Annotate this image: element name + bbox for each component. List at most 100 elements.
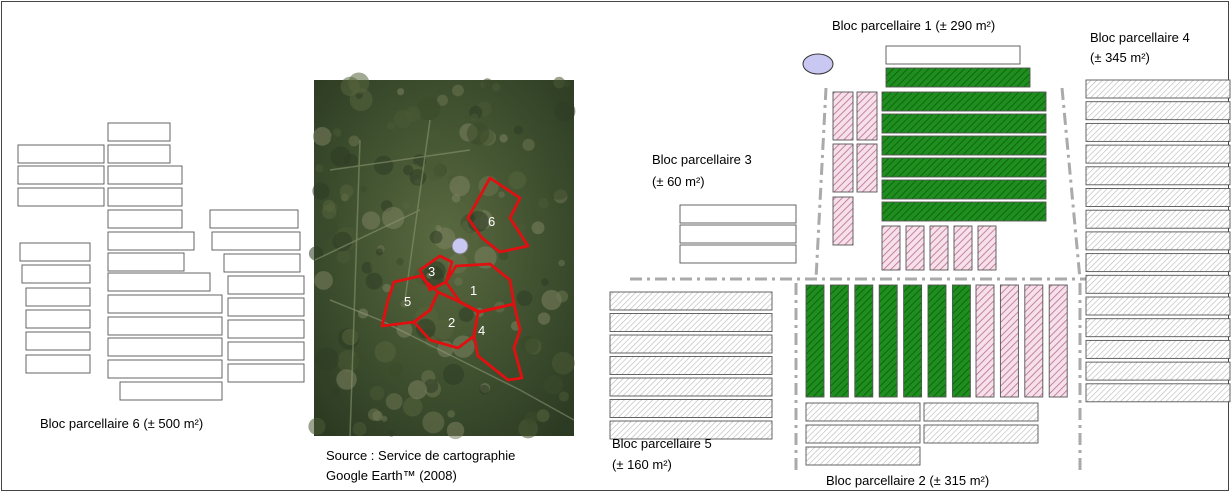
map-plot-number: 3 [428,264,435,279]
block-6-label: Bloc parcellaire 6 (± 500 m²) [40,416,203,431]
flower-plot [999,284,1019,398]
plot [25,309,91,329]
aerial-photo: 6 3 1 5 2 4 [308,72,576,440]
block-3-plots [679,204,797,264]
fallow-plot [609,313,773,332]
flower-plot [977,225,997,271]
plot [107,252,185,272]
plot [107,316,223,336]
fallow-plot [1085,101,1231,121]
map-plot-number: 1 [470,283,477,298]
block-1-label: Bloc parcellaire 1 (± 290 m²) [832,18,995,33]
plot [679,224,797,244]
plot [107,187,183,207]
block-5-plots [609,291,773,440]
plot [107,337,223,357]
block-6-area: (± 500 m²) [143,416,203,431]
fallow-plot [923,402,1039,422]
fallow-plot [1085,253,1231,273]
block-3-name: Bloc parcellaire 3 [652,152,752,167]
map-plot-4-outline [472,302,524,382]
plot [107,294,223,314]
fallow-plot [805,424,921,444]
map-plot-2-outline [412,290,480,350]
block-2-area: (± 315 m²) [929,473,989,488]
plot [209,209,299,229]
plot [107,231,195,251]
plot [107,122,171,142]
map-plot-number: 2 [448,315,455,330]
flower-plot [832,91,854,141]
vegetable-plot [878,284,898,398]
plot [679,244,797,264]
map-plot-number: 6 [488,214,495,229]
plot [211,231,301,251]
fallow-plot [1085,79,1231,99]
block-6-name: Bloc parcellaire 6 [40,416,140,431]
flower-plot [856,143,878,193]
flower-plot [832,143,854,193]
map-plot-6-outline [466,176,530,254]
block-4-plots [1085,79,1231,403]
plot [107,165,183,185]
fallow-plot [1085,296,1231,316]
flower-plot [929,225,949,271]
plot [19,242,91,262]
plot [227,297,305,317]
block-4-name: Bloc parcellaire 4 [1090,30,1190,45]
fallow-plot [1085,122,1231,142]
fallow-plot [609,399,773,418]
fallow-plot [1085,144,1231,164]
plot [227,319,305,339]
vegetable-plot [885,67,1031,88]
vegetable-plot [854,284,874,398]
block-2-plots [805,284,1068,466]
fallow-plot [1085,188,1231,207]
flower-plot [832,196,854,246]
fallow-plot [805,402,921,422]
block-2-label: Bloc parcellaire 2 (± 315 m²) [826,473,989,488]
fallow-plot [1085,231,1231,251]
flower-plot [856,91,878,141]
vegetable-plot [829,284,849,398]
plot [17,165,105,185]
fallow-plot [1085,361,1231,381]
fallow-plot [609,377,773,397]
flower-plot [953,225,973,271]
fallow-plot [609,334,773,354]
plot [885,45,1021,65]
plot [227,275,305,295]
fallow-plot [1085,166,1231,186]
plot [107,359,223,379]
vegetable-plot [881,201,1047,222]
flower-plot [1048,284,1068,398]
block-1-plots [832,45,1047,271]
flower-plot [881,225,901,271]
plot [223,253,301,273]
block-3-area: (± 60 m²) [652,174,705,189]
block-4-area: (± 345 m²) [1090,50,1150,65]
plot [21,264,91,284]
vegetable-plot [927,284,947,398]
fallow-plot [1085,274,1231,294]
water-point-icon [802,53,834,75]
plot [25,354,91,374]
plot [227,363,305,383]
vegetable-plot [951,284,971,398]
water-point-icon [451,237,469,255]
vegetable-plot [903,284,923,398]
fallow-plot [1085,209,1231,229]
plot [107,272,211,292]
fallow-plot [923,424,1039,444]
vegetable-plot [881,179,1047,200]
plot [17,144,105,164]
plot [107,209,183,229]
fallow-plot [1085,339,1231,359]
fallow-plot [609,420,773,440]
vegetable-plot [881,113,1047,134]
plot [107,144,171,164]
flower-plot [905,225,925,271]
fallow-plot [1085,318,1231,338]
block-1-area: (± 290 m²) [935,18,995,33]
